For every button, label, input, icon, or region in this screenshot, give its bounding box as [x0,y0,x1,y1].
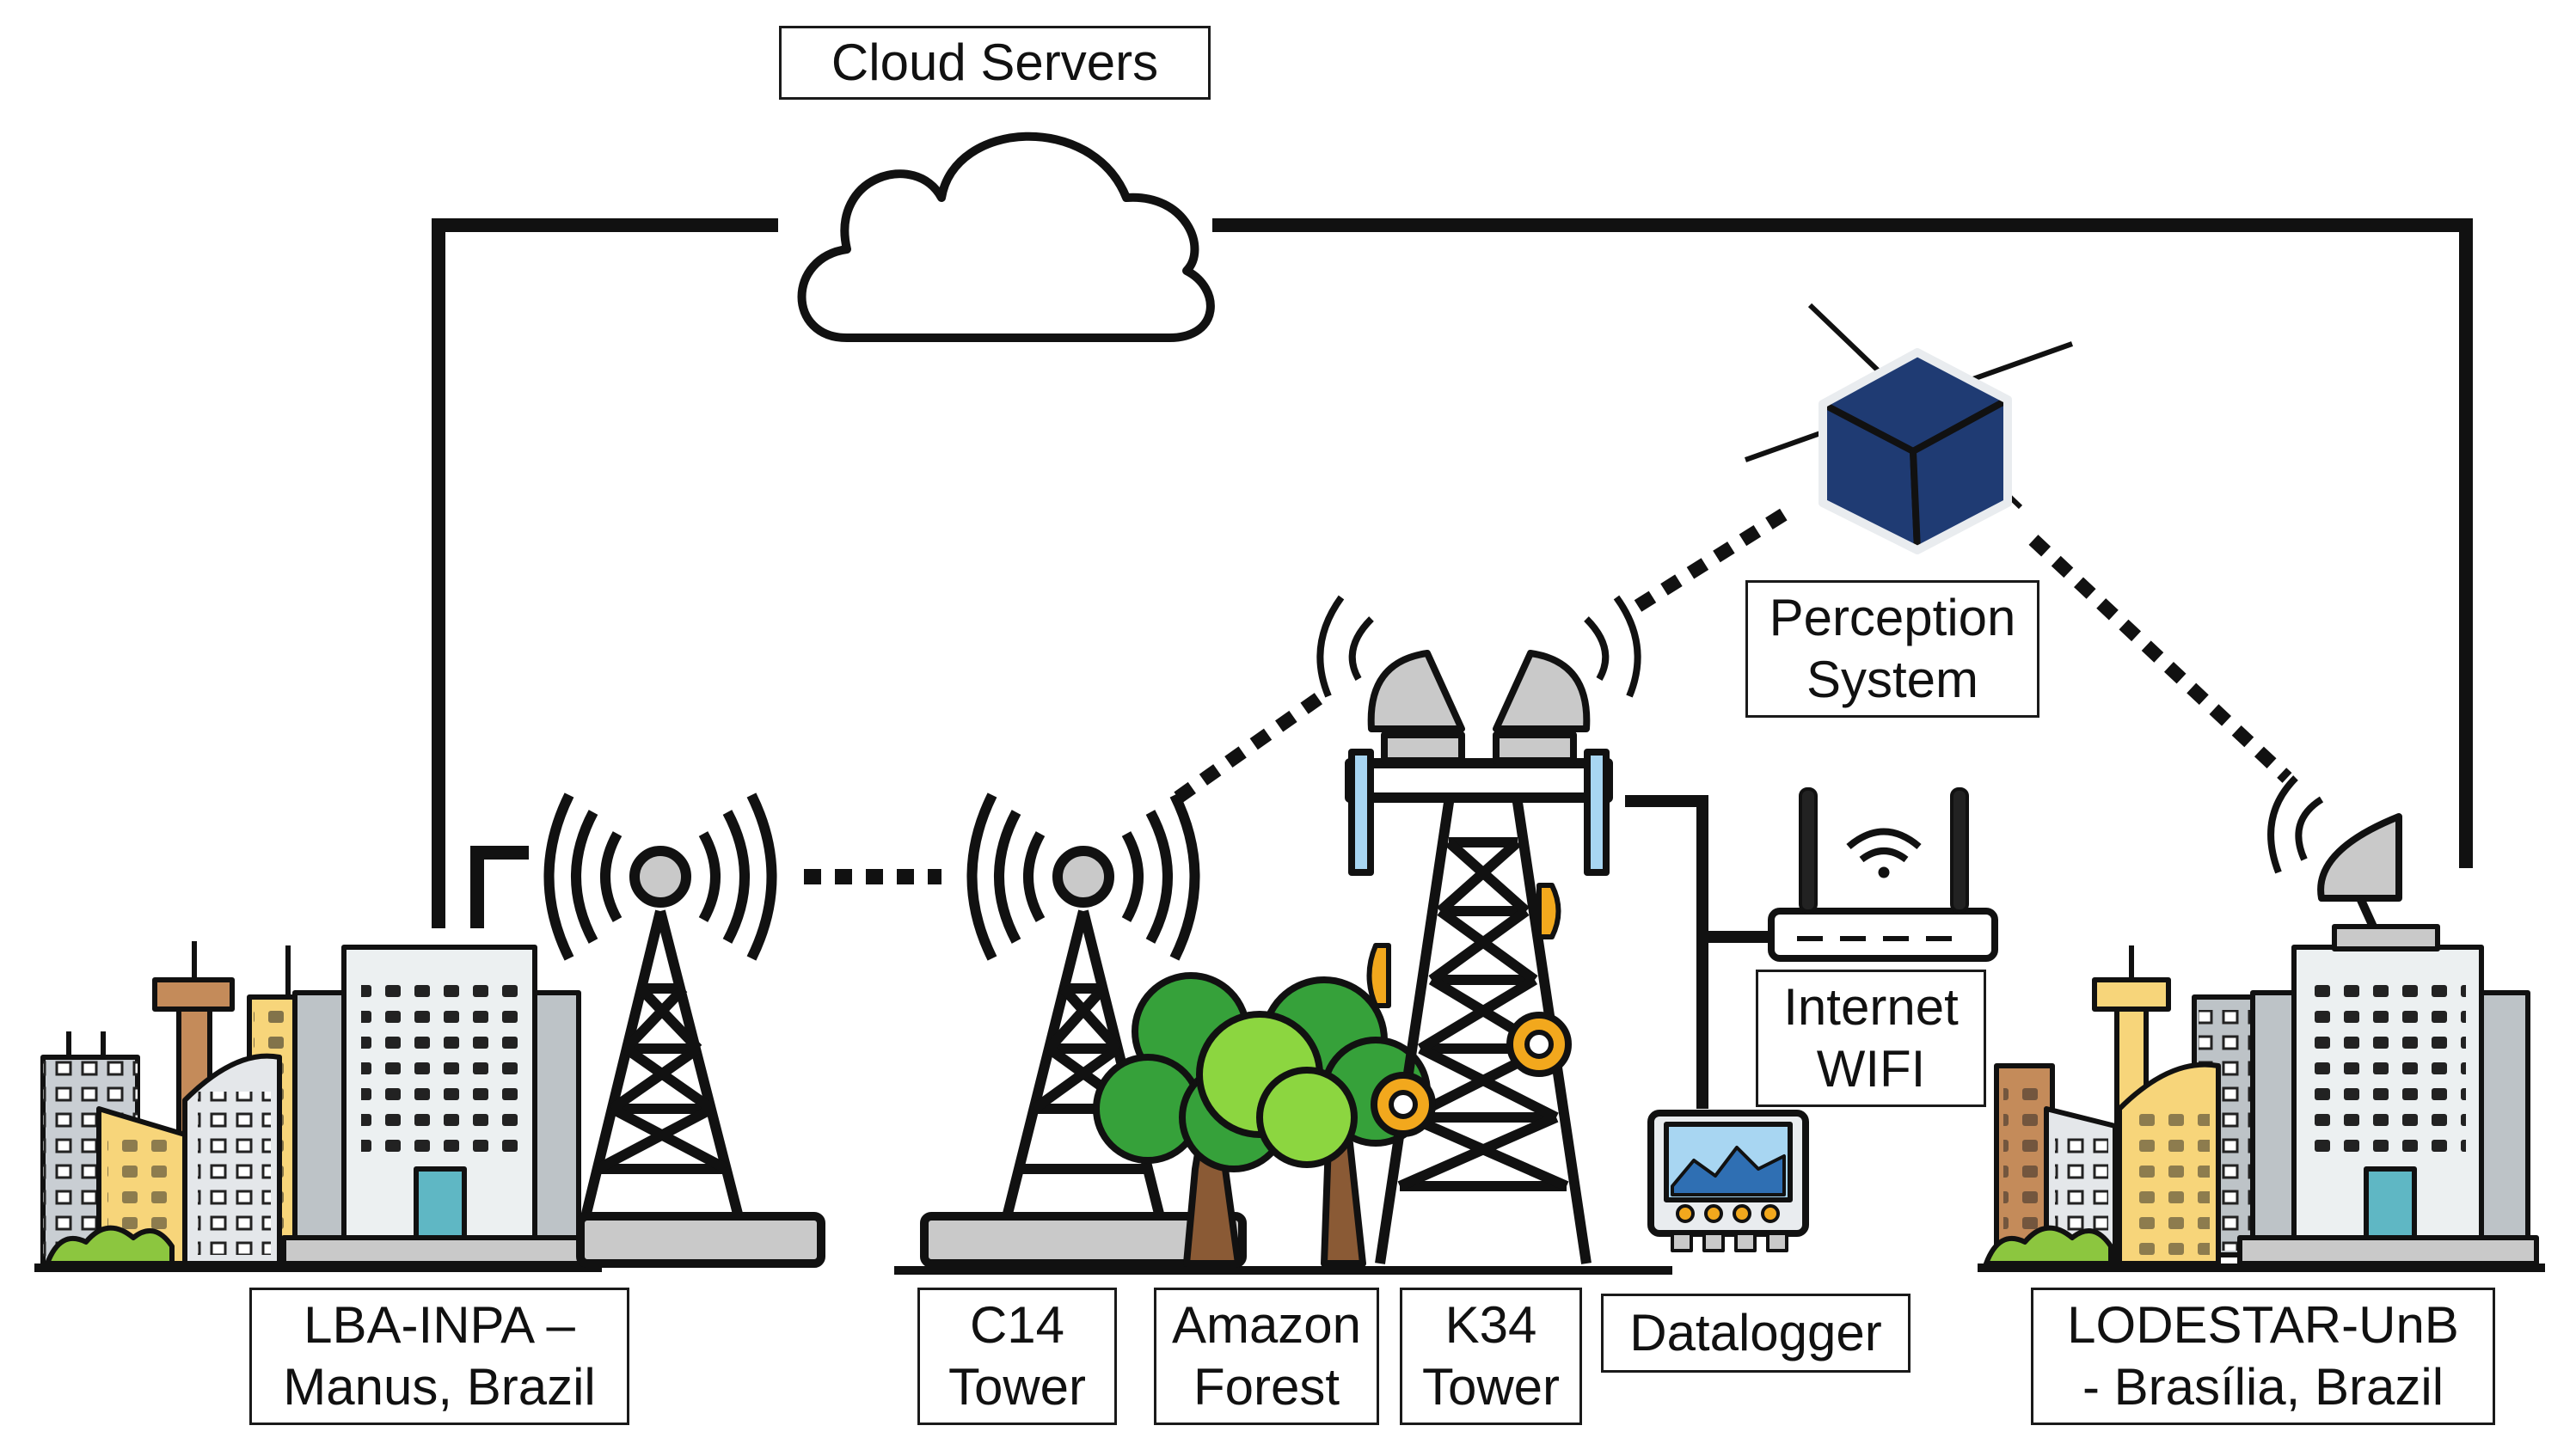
amazon-forest-label: Amazon Forest [1154,1288,1379,1425]
internet-wifi-label: Internet WIFI [1756,970,1986,1107]
wifi-router-icon [1768,787,1998,962]
lodestar-unb-city-icon [1978,775,2545,1272]
amazon-line-1: Amazon [1171,1296,1362,1354]
amazon-line-2: Forest [1193,1358,1340,1416]
k34-line-1: K34 [1444,1296,1537,1354]
satellite-lodestar-dotted-link [2028,535,2292,783]
lba-inpa-label: LBA-INPA – Manus, Brazil [249,1288,629,1425]
cloud-icon [797,132,1215,342]
c14-k34-dotted-link [1174,688,1328,804]
cloud-servers-text: Cloud Servers [831,34,1159,91]
k34-line-2: Tower [1421,1358,1561,1416]
k34-tower-label: K34 Tower [1400,1288,1582,1425]
lba-line-2: Manus, Brazil [283,1358,596,1416]
lodestar-line-2: - Brasília, Brazil [2082,1358,2444,1416]
lodestar-line-1: LODESTAR-UnB [2067,1296,2459,1354]
cloud-servers-label: Cloud Servers [779,26,1211,100]
internet-line-2: WIFI [1816,1040,1926,1098]
internet-line-1: Internet [1783,978,1959,1036]
amazon-forest-icon [1093,972,1431,1267]
lba-inpa-city-icon [34,941,602,1272]
c14-line-2: Tower [948,1358,1087,1416]
datalogger-text: Datalogger [1629,1304,1882,1361]
lodestar-unb-label: LODESTAR-UnB - Brasília, Brazil [2031,1288,2495,1425]
cloud-link-right [1212,218,2473,868]
c14-tower-label: C14 Tower [917,1288,1117,1425]
datalogger-icon [1647,1110,1809,1252]
cloud-link-left [432,218,778,928]
c14-line-1: C14 [969,1296,1065,1354]
k34-tower-icon [1316,595,1641,1264]
datalogger-label: Datalogger [1601,1294,1911,1373]
perception-system-label: Perception System [1745,580,2039,718]
building-to-tower-link [470,846,529,928]
perception-line-1: Perception [1769,589,2016,646]
lba-line-1: LBA-INPA – [304,1296,575,1354]
satellite-icon [1744,303,2074,554]
c14-tower-icon [920,792,1247,1268]
k34-datalogger-router-link [1625,795,1771,1109]
perception-line-2: System [1806,651,1979,708]
radio-tower-left-icon [543,792,825,1268]
